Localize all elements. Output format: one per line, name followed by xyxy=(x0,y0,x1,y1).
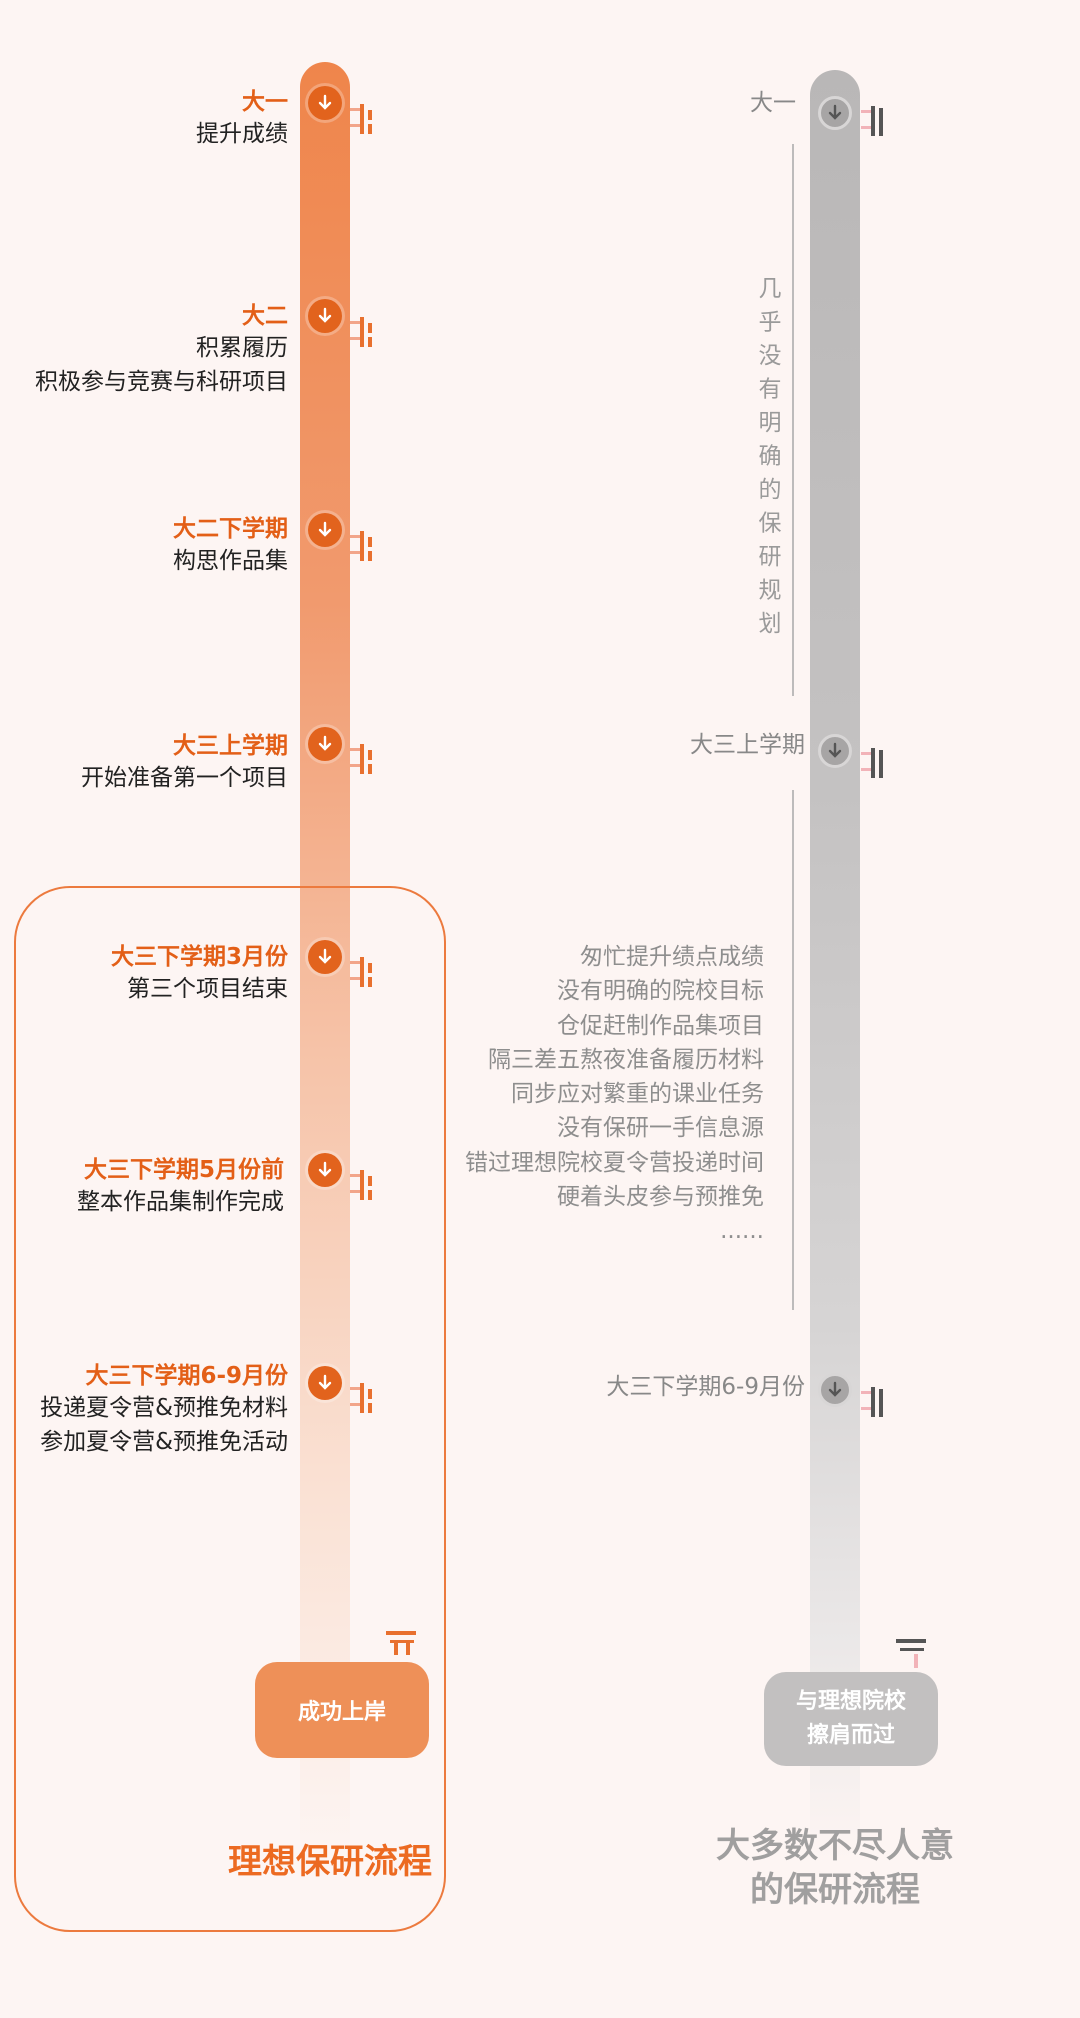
ideal-stage: 大二 积累履历 积极参与竞赛与科研项目 xyxy=(8,301,288,399)
button-line: 与理想院校 xyxy=(795,1689,906,1714)
ideal-stage: 大一 提升成绩 xyxy=(8,87,288,151)
arrow-down-icon xyxy=(308,299,342,333)
stage-title: 大三下学期3月份 xyxy=(110,944,288,970)
ideal-stage: 大二下学期 构思作品集 xyxy=(8,514,288,578)
common-timeline-track xyxy=(810,70,860,1860)
stage-desc: 积极参与竞赛与科研项目 xyxy=(35,369,288,395)
arrow-down-icon xyxy=(818,734,852,768)
arrow-down-icon xyxy=(308,513,342,547)
list-item: 同步应对繁重的课业任务 xyxy=(511,1081,764,1108)
arrow-down-icon xyxy=(308,1153,342,1187)
stage-desc: 投递夏令营&预推免材料 xyxy=(40,1395,288,1421)
list-item: 仓促赶制作品集项目 xyxy=(557,1012,764,1039)
stage-desc: 整本作品集制作完成 xyxy=(77,1189,284,1215)
success-result-button[interactable]: 成功上岸 xyxy=(255,1662,429,1758)
ladder-tick-icon xyxy=(350,317,372,347)
common-stage-title: 大一 xyxy=(750,90,796,116)
ideal-stage: 大三下学期3月份 第三个项目结束 xyxy=(8,942,288,1006)
problem-list: 匆忙提升绩点成绩 没有明确的院校目标 仓促赶制作品集项目 隔三差五熬夜准备履历材… xyxy=(465,940,764,1249)
ladder-tick-icon xyxy=(350,1170,372,1200)
ideal-stage: 大三上学期 开始准备第一个项目 xyxy=(8,731,288,795)
caption-line: 的保研流程 xyxy=(750,1870,920,1910)
stage-desc: 第三个项目结束 xyxy=(127,976,288,1002)
list-item: 没有保研一手信息源 xyxy=(557,1115,764,1142)
ladder-top-icon xyxy=(896,1639,926,1668)
stage-desc: 开始准备第一个项目 xyxy=(81,765,288,791)
arrow-down-icon xyxy=(308,86,342,120)
list-item: 匆忙提升绩点成绩 xyxy=(580,944,764,970)
ladder-tick-icon xyxy=(861,748,883,778)
list-item: 错过理想院校夏令营投递时间 xyxy=(465,1149,764,1176)
stage-desc: 提升成绩 xyxy=(196,121,288,147)
list-item: ...... xyxy=(720,1218,764,1245)
list-item: 硬着头皮参与预推免 xyxy=(557,1184,764,1211)
ladder-tick-icon xyxy=(861,1387,883,1417)
ideal-stage: 大三下学期5月份前 整本作品集制作完成 xyxy=(4,1155,284,1219)
ladder-tick-icon xyxy=(350,104,372,134)
stage-title: 大二 xyxy=(242,303,288,329)
stage-desc: 参加夏令营&预推免活动 xyxy=(40,1429,288,1455)
vertical-note: 几乎没有明确的保研规划 xyxy=(754,276,780,645)
ladder-top-icon xyxy=(386,1631,416,1655)
missed-result-button[interactable]: 与理想院校 擦肩而过 xyxy=(764,1672,938,1766)
stage-title: 大二下学期 xyxy=(173,516,288,542)
stage-title: 大三下学期5月份前 xyxy=(83,1157,284,1183)
list-item: 没有明确的院校目标 xyxy=(557,978,764,1005)
ladder-tick-icon xyxy=(350,744,372,774)
ideal-stage: 大三下学期6-9月份 投递夏令营&预推免材料 参加夏令营&预推免活动 xyxy=(8,1361,288,1459)
stage-title: 大三下学期6-9月份 xyxy=(85,1363,288,1389)
stage-title: 大一 xyxy=(242,89,288,115)
ladder-tick-icon xyxy=(861,106,883,136)
ideal-process-caption: 理想保研流程 xyxy=(228,1842,432,1882)
arrow-down-icon xyxy=(308,1366,342,1400)
ideal-period-frame xyxy=(14,886,446,1932)
common-stage-title: 大三下学期6-9月份 xyxy=(606,1374,805,1400)
caption-line: 大多数不尽人意 xyxy=(716,1826,954,1866)
arrow-down-icon xyxy=(308,727,342,761)
arrow-down-icon xyxy=(818,1373,852,1407)
ladder-tick-icon xyxy=(350,1383,372,1413)
divider xyxy=(792,144,794,696)
arrow-down-icon xyxy=(818,96,852,130)
stage-title: 大三上学期 xyxy=(173,733,288,759)
button-line: 擦肩而过 xyxy=(806,1723,895,1748)
arrow-down-icon xyxy=(308,940,342,974)
common-process-caption: 大多数不尽人意 的保研流程 xyxy=(690,1824,980,1912)
stage-desc: 积累履历 xyxy=(196,335,288,361)
divider xyxy=(792,790,794,1310)
ladder-tick-icon xyxy=(350,957,372,987)
ladder-tick-icon xyxy=(350,531,372,561)
common-stage-title: 大三上学期 xyxy=(690,732,805,758)
stage-desc: 构思作品集 xyxy=(173,548,288,574)
list-item: 隔三差五熬夜准备履历材料 xyxy=(488,1046,764,1073)
